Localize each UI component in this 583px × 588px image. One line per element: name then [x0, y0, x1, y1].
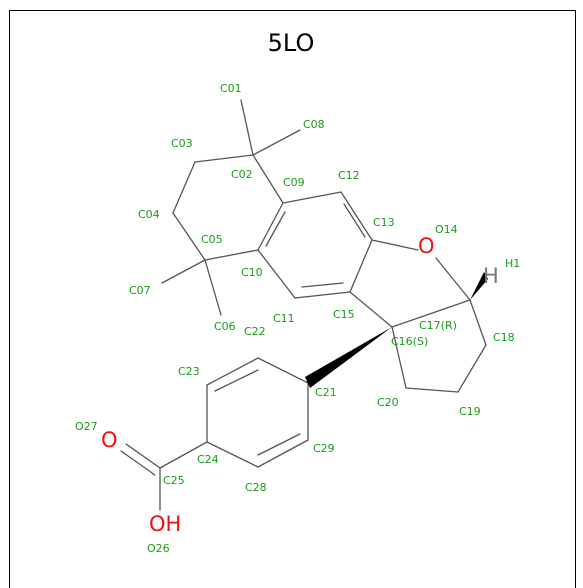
atom-label-o14: O14 [435, 223, 458, 236]
atom-label-c19: C19 [459, 405, 481, 418]
atom-label-c02: C02 [231, 168, 253, 181]
atom-label-o26: O26 [147, 542, 170, 555]
ring-oxygen-symbol: O [418, 234, 435, 258]
carbonyl-oxygen-symbol: O [101, 428, 118, 452]
atom-label-c05: C05 [201, 233, 223, 246]
hydrogen-symbol: H [483, 264, 499, 288]
atom-label-c13: C13 [373, 216, 395, 229]
atom-label-c10: C10 [241, 266, 263, 279]
atom-label-c21: C21 [315, 386, 337, 399]
atom-label-c09: C09 [283, 176, 305, 189]
atom-label-c03: C03 [171, 137, 193, 150]
bond-layer [120, 99, 488, 511]
atom-label-h1: H1 [505, 257, 520, 270]
atom-label-c16s: C16(S) [391, 335, 428, 348]
atom-label-c22: C22 [244, 325, 266, 338]
atom-label-c20: C20 [377, 396, 399, 409]
molecule-title: 5LO [268, 29, 315, 57]
atom-label-c06: C06 [214, 320, 236, 333]
atom-label-c23: C23 [178, 365, 200, 378]
atom-label-o27: O27 [75, 420, 98, 433]
atom-label-c11: C11 [273, 312, 295, 325]
atom-label-c08: C08 [303, 118, 325, 131]
atom-label-c25: C25 [163, 474, 185, 487]
diagram-frame [9, 10, 576, 588]
atom-label-c29: C29 [313, 442, 335, 455]
atom-label-c28: C28 [245, 481, 267, 494]
atom-label-c24: C24 [197, 453, 219, 466]
atom-label-c01: C01 [220, 82, 242, 95]
atom-label-c18: C18 [493, 331, 515, 344]
atom-label-c07: C07 [129, 284, 151, 297]
hydroxyl-symbol: OH [149, 512, 181, 536]
atom-label-c17r: C17(R) [419, 319, 457, 332]
atom-label-c04: C04 [138, 208, 160, 221]
atom-label-c15: C15 [333, 308, 355, 321]
atom-label-c12: C12 [338, 169, 360, 182]
